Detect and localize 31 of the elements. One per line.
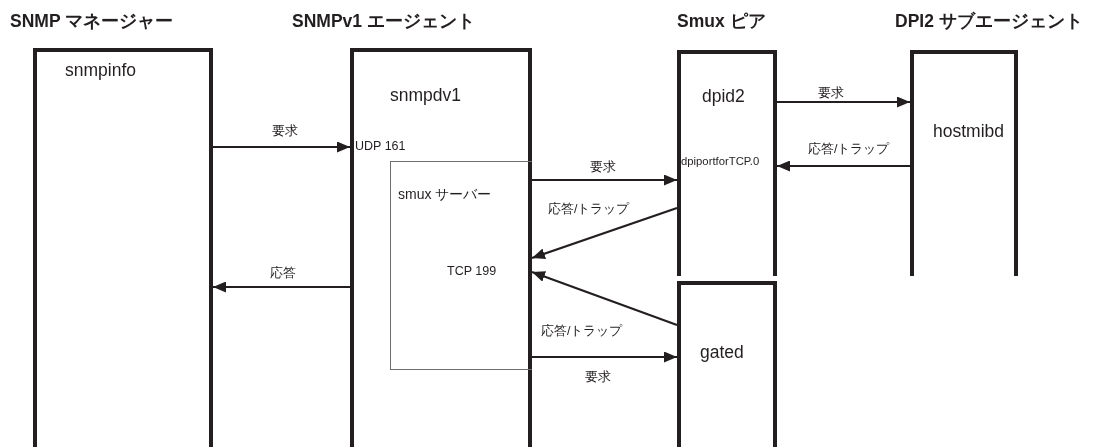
process-name: snmpinfo xyxy=(65,60,136,81)
arrow xyxy=(532,174,677,186)
arrow xyxy=(213,281,350,293)
edge-label: 応答/トラップ xyxy=(541,324,623,339)
process-box xyxy=(677,281,777,447)
arrow xyxy=(213,141,350,153)
heading: SNMPv1 エージェント xyxy=(292,11,475,32)
arrow xyxy=(531,270,678,327)
edge-label: 要求 xyxy=(272,124,298,139)
edge-label: 応答/トラップ xyxy=(548,202,630,217)
edge-label: 要求 xyxy=(818,86,844,101)
edge-label: 応答 xyxy=(270,266,296,281)
process-name: snmpdv1 xyxy=(390,85,461,106)
heading: Smux ピア xyxy=(677,11,766,32)
process-name: dpid2 xyxy=(702,86,745,107)
arrow xyxy=(532,351,677,363)
process-name: gated xyxy=(700,342,744,363)
port-label: dpiportforTCP.0 xyxy=(681,155,760,168)
arrow xyxy=(777,96,910,108)
server-box xyxy=(390,161,532,370)
edge-label: 要求 xyxy=(590,160,616,175)
port-label: UDP 161 xyxy=(355,139,406,154)
process-name: hostmibd xyxy=(933,121,1004,142)
arrow xyxy=(777,160,910,172)
edge-label: 応答/トラップ xyxy=(808,142,890,157)
heading: SNMP マネージャー xyxy=(10,11,174,32)
arrow xyxy=(531,206,678,260)
port-label: TCP 199 xyxy=(447,264,497,279)
server-name: smux サーバー xyxy=(398,186,492,203)
heading: DPI2 サブエージェント xyxy=(895,11,1083,32)
edge-label: 要求 xyxy=(585,370,611,385)
